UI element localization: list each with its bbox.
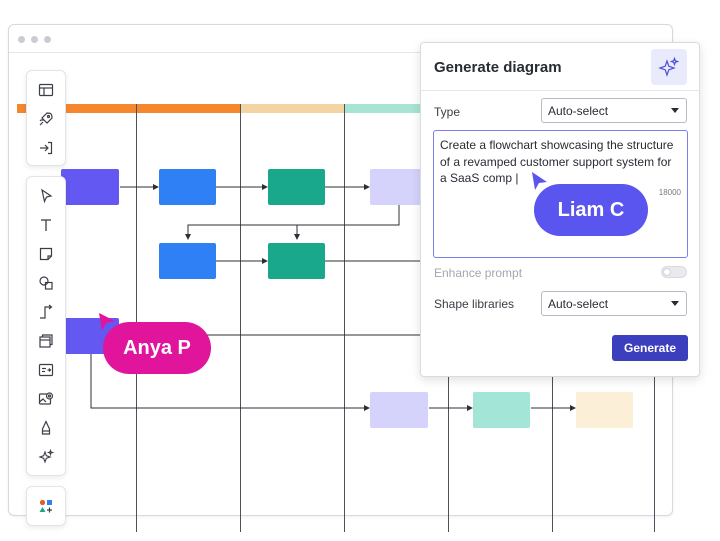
layout-panel-icon[interactable] [35, 79, 57, 101]
collaborator-label-anya: Anya P [103, 322, 211, 374]
window-dot-icon [18, 36, 25, 43]
swimlane-header [137, 104, 241, 113]
flowchart-process-shape[interactable] [576, 392, 633, 428]
type-select-value: Auto-select [548, 104, 609, 118]
flowchart-process-shape[interactable] [159, 169, 216, 205]
toolbar-top-group [26, 70, 66, 166]
import-arrow-icon[interactable] [35, 137, 57, 159]
text-icon[interactable] [35, 214, 57, 236]
panel-title: Generate diagram [434, 59, 562, 76]
flowchart-process-shape[interactable] [268, 169, 325, 205]
container-icon[interactable] [35, 330, 57, 352]
swimlane-header [17, 104, 137, 113]
char-count: 18000 [658, 188, 681, 197]
toolbar-main-group [26, 176, 66, 476]
shape-library-icon[interactable] [35, 495, 57, 517]
diagram-canvas[interactable] [17, 77, 655, 532]
window-titlebar [9, 25, 672, 53]
window-dot-icon [31, 36, 38, 43]
shape-libraries-select[interactable]: Auto-select [541, 291, 687, 316]
collaborator-cursor-icon [99, 313, 115, 331]
toolbar-bottom-group [26, 486, 66, 526]
type-label: Type [434, 105, 461, 119]
collaborator-label-liam: Liam C [534, 184, 648, 236]
generate-button[interactable]: Generate [612, 335, 688, 361]
type-select[interactable]: Auto-select [541, 98, 687, 123]
select-pointer-icon[interactable] [35, 185, 57, 207]
panel-header: Generate diagram [421, 43, 699, 91]
shape-libraries-label: Shape libraries [434, 297, 515, 311]
data-linking-icon[interactable] [35, 359, 57, 381]
collaborator-cursor-icon [532, 172, 547, 190]
connector-line-icon[interactable] [35, 301, 57, 323]
shape-libraries-select-value: Auto-select [548, 297, 609, 311]
prompt-textarea[interactable]: Create a flowchart showcasing the struct… [433, 130, 688, 258]
chevron-down-icon [671, 301, 679, 306]
ai-sparkle-icon[interactable] [35, 446, 57, 468]
prompt-text: Create a flowchart showcasing the struct… [440, 138, 674, 185]
window-dot-icon [44, 36, 51, 43]
sticky-note-icon[interactable] [35, 243, 57, 265]
toggle-knob [663, 268, 671, 276]
enhance-prompt-toggle[interactable] [661, 266, 687, 278]
swimlane-header [345, 104, 449, 113]
connector-layer [90, 184, 576, 411]
flowchart-process-shape[interactable] [473, 392, 530, 428]
flowchart-process-shape[interactable] [159, 243, 216, 279]
flowchart-process-shape[interactable] [370, 169, 428, 205]
ai-sparkle-icon [651, 49, 687, 85]
swimlane-divider [344, 104, 345, 532]
flowchart-process-shape[interactable] [268, 243, 325, 279]
image-icon[interactable] [35, 388, 57, 410]
rocket-icon[interactable] [35, 108, 57, 130]
pen-icon[interactable] [35, 417, 57, 439]
swimlane-header [241, 104, 345, 113]
shapes-icon[interactable] [35, 272, 57, 294]
chevron-down-icon [671, 108, 679, 113]
flowchart-process-shape[interactable] [370, 392, 428, 428]
enhance-prompt-label: Enhance prompt [434, 266, 523, 280]
flowchart-process-shape[interactable] [61, 169, 119, 205]
swimlane-divider [240, 104, 241, 532]
swimlane-divider [136, 104, 137, 532]
